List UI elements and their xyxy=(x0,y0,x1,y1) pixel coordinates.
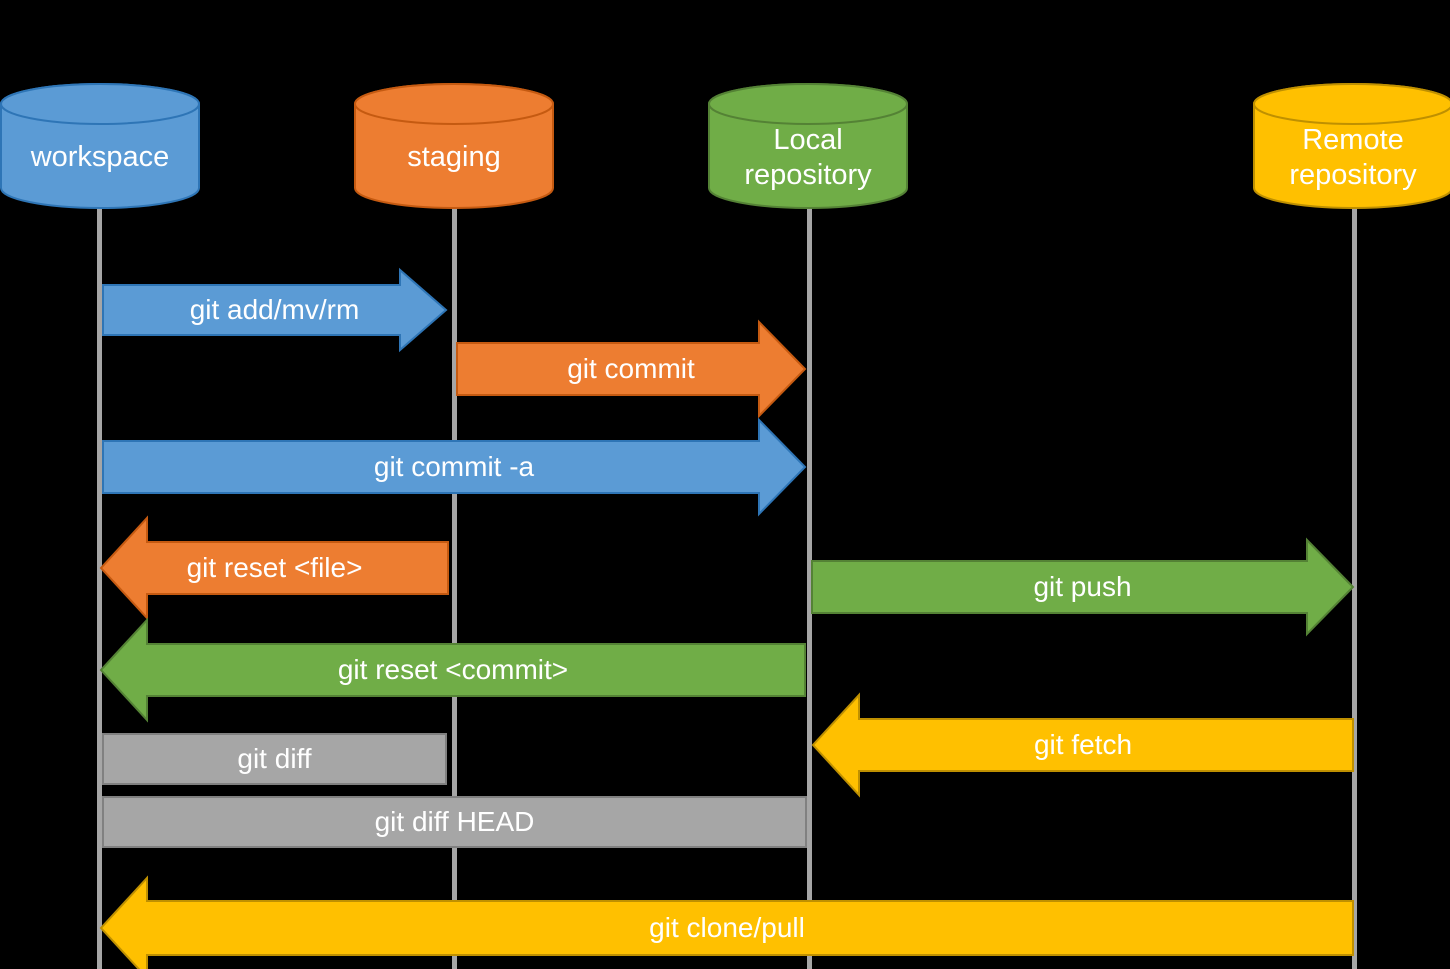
lifeline-staging xyxy=(452,206,457,969)
flow-git-reset-file: git reset <file> xyxy=(99,515,449,621)
flow-shape-git-diff-head xyxy=(102,796,807,848)
node-local-repository[interactable]: Local repository xyxy=(708,83,908,209)
flow-git-add: git add/mv/rm xyxy=(102,267,448,353)
flow-shape-git-add xyxy=(102,267,448,353)
flow-git-diff-head: git diff HEAD xyxy=(102,796,807,848)
flow-git-fetch: git fetch xyxy=(811,692,1354,798)
flow-shape-git-diff xyxy=(102,733,447,785)
lifeline-local-repository xyxy=(807,206,812,969)
flow-git-push: git push xyxy=(811,537,1355,637)
flow-shape-git-fetch xyxy=(811,692,1354,798)
lifeline-remote-repository xyxy=(1352,206,1357,969)
cylinder-top-local-repository xyxy=(708,83,908,125)
node-staging[interactable]: staging xyxy=(354,83,554,209)
lifeline-workspace xyxy=(97,206,102,969)
flow-shape-git-clone-pull xyxy=(99,875,1354,969)
cylinder-top-workspace xyxy=(0,83,200,125)
cylinder-top-remote-repository xyxy=(1253,83,1450,125)
cylinder-top-staging xyxy=(354,83,554,125)
flow-shape-git-reset-commit xyxy=(99,617,806,723)
flow-git-commit-a: git commit -a xyxy=(102,417,807,517)
node-remote-repository[interactable]: Remote repository xyxy=(1253,83,1450,209)
flow-shape-git-push xyxy=(811,537,1355,637)
node-workspace[interactable]: workspace xyxy=(0,83,200,209)
flow-git-commit: git commit xyxy=(456,319,807,419)
flow-shape-git-commit-a xyxy=(102,417,807,517)
flow-shape-git-commit xyxy=(456,319,807,419)
flow-shape-git-reset-file xyxy=(99,515,449,621)
flow-git-clone-pull: git clone/pull xyxy=(99,875,1354,969)
flow-git-reset-commit: git reset <commit> xyxy=(99,617,806,723)
flow-git-diff: git diff xyxy=(102,733,447,785)
